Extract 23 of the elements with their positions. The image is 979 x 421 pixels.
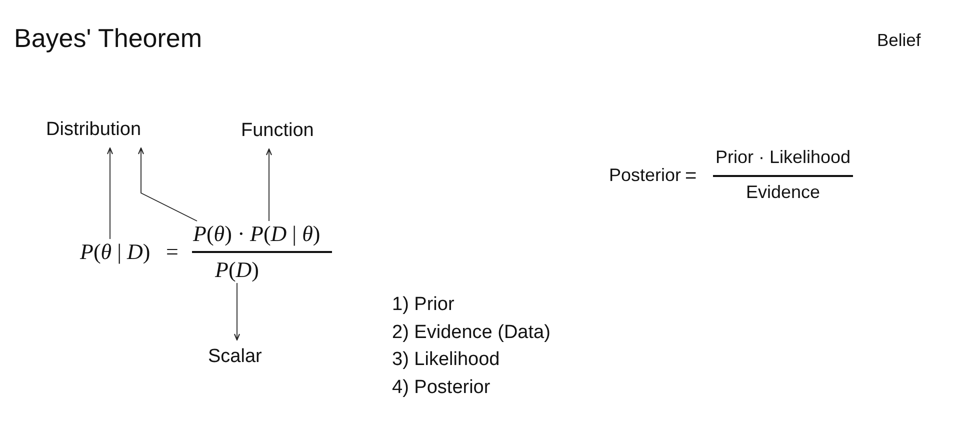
- annotation-label: Function: [241, 120, 314, 148]
- multiplication-dot: ·: [238, 221, 245, 248]
- equals-sign: =: [685, 164, 697, 188]
- formula-term: P(θ): [193, 221, 232, 248]
- list-item: 4) Posterior: [392, 376, 490, 400]
- list-item: 2) Evidence (Data): [392, 322, 550, 344]
- formula-term: P(D): [215, 257, 259, 284]
- list-item: 1) Prior: [392, 294, 454, 316]
- list-item: 3) Likelihood: [392, 348, 500, 372]
- arrow: [234, 282, 240, 340]
- arrow: [138, 148, 198, 222]
- annotation-label: Scalar: [208, 340, 262, 368]
- formula-term: Posterior: [609, 165, 682, 187]
- formula-term: P(θ | D): [80, 239, 150, 266]
- equals-sign: =: [166, 239, 178, 266]
- arrow: [107, 148, 113, 240]
- formula-term: P(D | θ): [250, 221, 320, 248]
- annotation-label: Distribution: [46, 118, 142, 148]
- arrow: [266, 148, 272, 222]
- section-label: Belief: [877, 30, 921, 50]
- formula-term: Evidence: [746, 182, 820, 204]
- formula-term: Prior · Likelihood: [716, 147, 851, 169]
- slide-title: Bayes' Theorem: [14, 22, 202, 54]
